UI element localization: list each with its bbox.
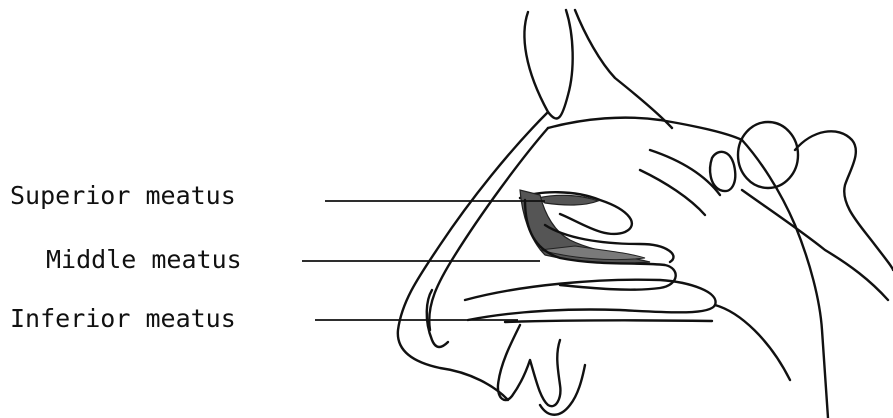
cavity-roof [548,118,742,140]
inferior-turbinate [465,280,716,320]
forehead-line [575,10,672,128]
lower-lip [540,365,585,415]
upper-lip [498,325,560,406]
nasal-bone-outline [524,10,572,118]
pituitary-fossa [738,122,798,188]
rear-throat-inner [715,305,790,380]
superior-meatus-label: Superior meatus [10,183,236,208]
middle-meatus-label: Middle meatus [46,247,242,272]
cavity-floor [505,320,712,322]
inferior-meatus-label: Inferior meatus [10,306,236,331]
sphenoid-curve-inner [640,170,705,215]
small-sinus-outline [710,152,735,191]
skull-base-line [795,131,893,270]
